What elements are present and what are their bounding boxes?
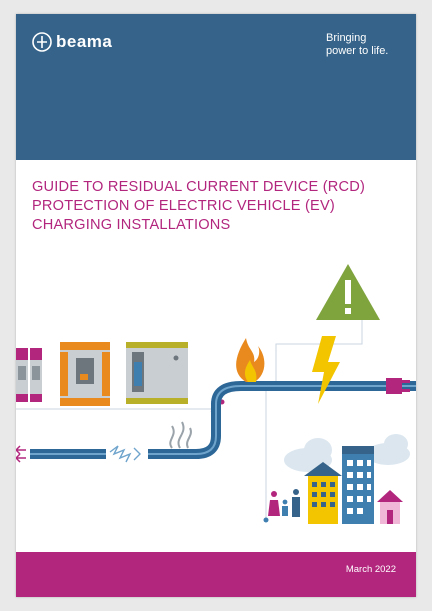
publication-date: March 2022 [345,564,396,575]
title-line-2: PROTECTION OF ELECTRIC VEHICLE (EV) [32,198,335,214]
beama-logo-icon [32,32,52,52]
tagline: Bringing power to life. [326,32,396,58]
control-panel-icon [126,342,188,404]
cloud-icon [284,434,410,472]
circuit-breaker-icon [16,348,42,402]
fire-icon [236,338,265,382]
logo-text: beama [56,32,113,51]
footer-banner: March 2022 [16,552,416,597]
illustration [16,264,416,524]
smoke-icon [169,421,192,449]
beama-logo: beama [32,32,112,52]
family-icon [268,489,300,517]
rcd-device-icon [60,342,110,406]
warning-triangle-icon [316,264,380,320]
document-title: GUIDE TO RESIDUAL CURRENT DEVICE (RCD) P… [32,178,402,235]
title-line-3: CHARGING INSTALLATIONS [32,217,231,233]
header-banner: beama Bringing power to life. [16,14,416,160]
city-buildings-icon [304,446,403,524]
tagline-line-1: Bringing [326,32,367,44]
broken-cable-spark-icon [109,445,141,463]
title-line-1: GUIDE TO RESIDUAL CURRENT DEVICE (RCD) [32,179,366,195]
arrow-left-icon [16,445,26,463]
lightning-bolt-icon [312,336,340,404]
ev-plug-icon [386,378,410,394]
tagline-line-2: power to life. [326,45,389,57]
cover-page: beama Bringing power to life. GUIDE TO R… [16,14,416,597]
